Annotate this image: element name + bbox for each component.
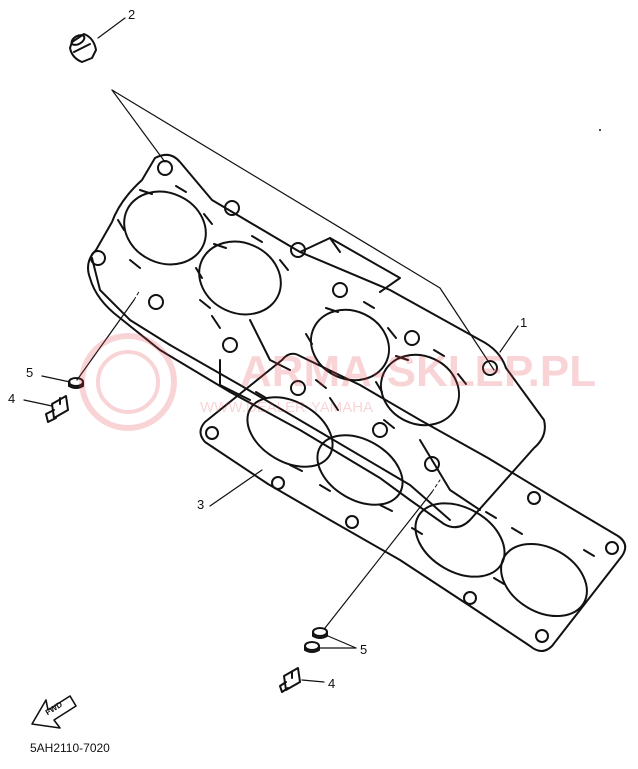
fwd-arrow-icon xyxy=(31,695,77,729)
callout-5-lower: 5 xyxy=(360,642,368,657)
callout-4-lower: 4 xyxy=(328,676,336,691)
bolt-upper xyxy=(45,395,69,423)
dashed-hidden-lines xyxy=(133,289,441,493)
cylinder-block xyxy=(87,153,546,529)
callout-2: 2 xyxy=(128,7,136,22)
leader-lines xyxy=(23,17,519,683)
diagram-code: 5AH2110-7020 xyxy=(30,741,110,755)
callout-1: 1 xyxy=(520,315,528,330)
callout-5-upper: 5 xyxy=(26,365,34,380)
callout-3: 3 xyxy=(197,497,205,512)
washer-upper xyxy=(68,377,84,389)
washers-lower xyxy=(304,627,328,653)
bolt-lower xyxy=(279,667,301,693)
dowel-pin xyxy=(69,33,97,63)
cylinder-gasket xyxy=(199,352,627,652)
callout-4-upper: 4 xyxy=(8,391,16,406)
stray-dot xyxy=(599,129,601,131)
